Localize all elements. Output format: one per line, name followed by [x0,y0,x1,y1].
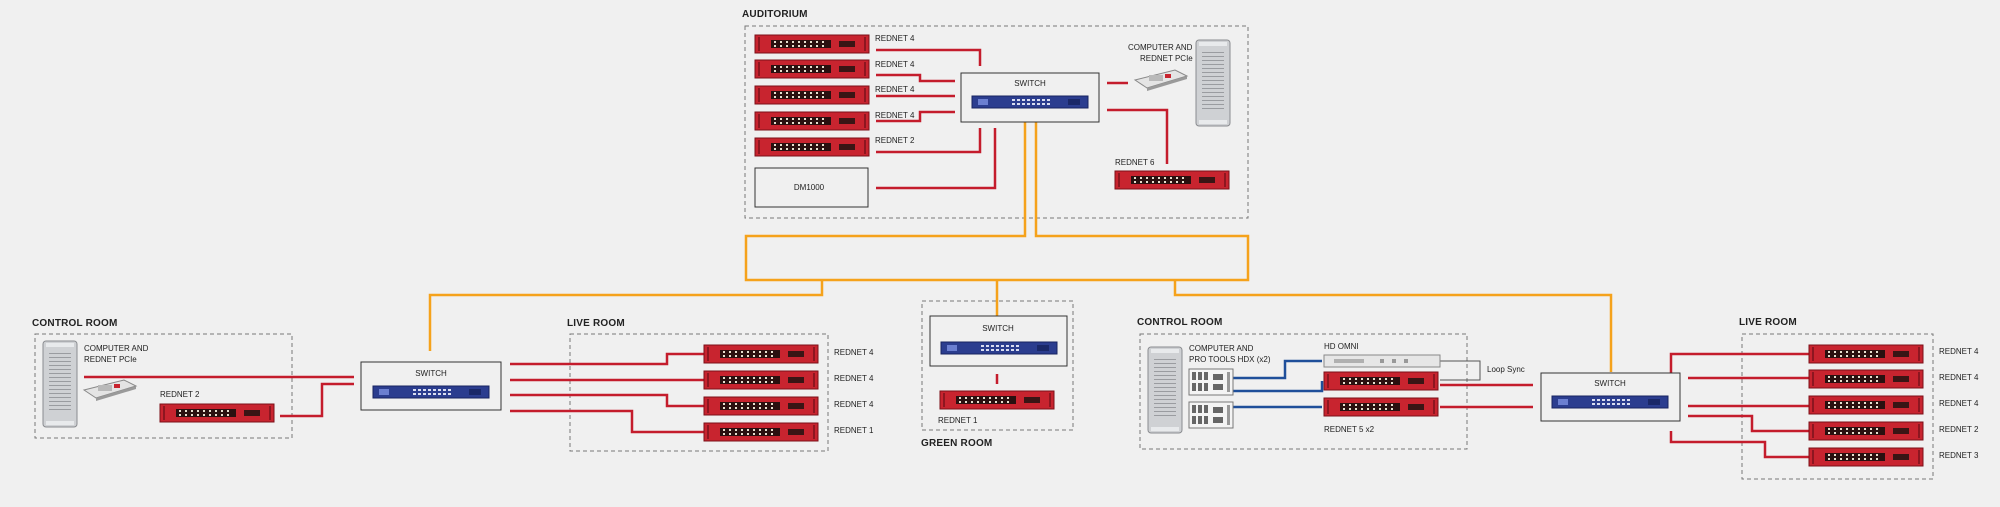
device-label: REDNET 5 x2 [1324,425,1375,434]
device-label: REDNET 2 [875,136,915,145]
rednet-device [754,34,870,54]
zone-title-auditorium: AUDITORIUM [742,9,808,20]
rednet-device [1808,369,1924,389]
rednet-device [703,396,819,416]
computer-label: COMPUTER AND [1128,43,1193,52]
zone-title-control-room-right: CONTROL ROOM [1137,317,1223,328]
computer-label: REDNET PCIe [84,355,137,364]
orange-backbone [428,122,1613,372]
rednet-device [703,344,819,364]
hdx-card-icon [1188,401,1234,429]
loop-sync-connector [1440,360,1481,381]
computer-tower-icon [42,340,78,428]
dm1000-label: DM1000 [794,183,825,192]
rednet-device [754,137,870,157]
network-switch [940,341,1058,355]
device-label: REDNET 1 [834,426,874,435]
pcie-card-icon [1134,69,1188,92]
zone-title-live-room-left: LIVE ROOM [567,318,625,329]
rednet-5-device [1323,371,1439,391]
device-label: REDNET 4 [1939,347,1979,356]
computer-label: REDNET PCIe [1140,54,1193,63]
zone-title-green-room: GREEN ROOM [921,438,992,449]
computer-label: COMPUTER AND [1189,344,1254,353]
rednet-device [1808,447,1924,467]
device-label: REDNET 4 [875,60,915,69]
device-label: REDNET 2 [1939,425,1979,434]
zone-title-control-room-left: CONTROL ROOM [32,318,118,329]
rednet-device [1808,421,1924,441]
computer-label: COMPUTER AND [84,344,149,353]
device-label: REDNET 2 [160,390,200,399]
device-label: REDNET 4 [1939,373,1979,382]
device-label: REDNET 4 [1939,399,1979,408]
loop-sync-label: Loop Sync [1487,365,1525,374]
device-label: REDNET 4 [834,348,874,357]
device-label: REDNET 3 [1939,451,1979,460]
computer-tower-icon [1147,346,1183,434]
device-label: REDNET 4 [834,374,874,383]
rednet-1-device [939,390,1055,410]
computer-label: PRO TOOLS HDX (x2) [1189,355,1271,364]
rednet-device [1808,344,1924,364]
device-label: REDNET 1 [938,416,978,425]
device-label: REDNET 4 [875,34,915,43]
rednet-device [754,59,870,79]
zone-auditorium [744,25,1249,219]
rednet-2-device [159,403,275,423]
hd-omni-device [1323,354,1441,368]
device-label: REDNET 6 [1115,158,1155,167]
zone-title-live-room-right: LIVE ROOM [1739,317,1797,328]
network-switch [372,385,490,399]
zone-control-room-left [34,333,293,439]
network-switch [1551,395,1669,409]
rednet-device [1808,395,1924,415]
device-label: REDNET 4 [834,400,874,409]
device-label: REDNET 4 [875,85,915,94]
pcie-card-icon [83,379,137,402]
rednet-device [754,85,870,105]
dm1000-console [754,167,869,208]
hdx-card-icon [1188,368,1234,396]
green-room-switch-box [929,315,1068,367]
rednet-device [754,111,870,131]
zone-control-room-right [1139,333,1468,450]
switch-label: SWITCH [982,324,1014,333]
rednet-5-device [1323,397,1439,417]
rednet-device [703,422,819,442]
hd-omni-label: HD OMNI [1324,342,1359,351]
device-label: REDNET 4 [875,111,915,120]
switch-label: SWITCH [1014,79,1046,88]
zone-live-room-left [569,333,829,452]
switch-label: SWITCH [1594,379,1626,388]
rednet-device [703,370,819,390]
switch-label: SWITCH [415,369,447,378]
red-cables [84,48,1809,459]
rednet-6-device [1114,170,1230,190]
network-switch [971,95,1089,109]
computer-tower-icon [1195,39,1231,127]
